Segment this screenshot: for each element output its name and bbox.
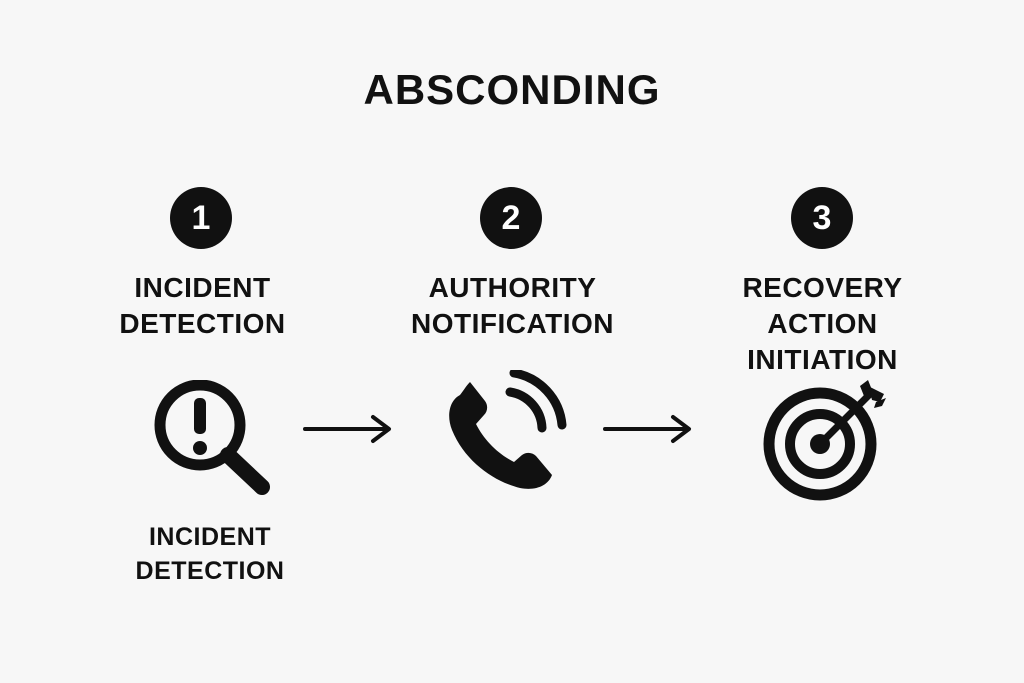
arrow-right-icon [303,415,391,443]
arrow-right-icon [603,415,691,443]
step-2-label-line-1: AUTHORITY [428,272,597,303]
step-1-caption: INCIDENT DETECTION [110,520,310,588]
step-1-number-badge: 1 [170,187,232,249]
step-1-label-line-1: INCIDENT [134,272,271,303]
step-3-label: RECOVERY ACTION INITIATION [715,270,930,378]
step-3-label-line-3: INITIATION [747,344,898,375]
phone-ringing-icon [449,370,567,489]
step-1-caption-line-1: INCIDENT [148,523,272,551]
step-2-label: AUTHORITY NOTIFICATION [395,270,630,342]
diagram-title: ABSCONDING [363,66,661,113]
target-arrow-icon [763,380,886,501]
step-3-label-line-2: ACTION [767,308,878,339]
step-1-label: INCIDENT DETECTION [95,270,310,342]
step-2-label-line-2: NOTIFICATION [410,308,614,339]
step-2-number-badge: 2 [480,187,542,249]
step-1-label-line-2: DETECTION [119,308,286,339]
magnifier-exclamation-icon [154,380,270,495]
step-3-number-badge: 3 [791,187,853,249]
step-3-label-line-1: RECOVERY [742,272,903,303]
step-1-caption-line-2: DETECTION [135,557,285,585]
